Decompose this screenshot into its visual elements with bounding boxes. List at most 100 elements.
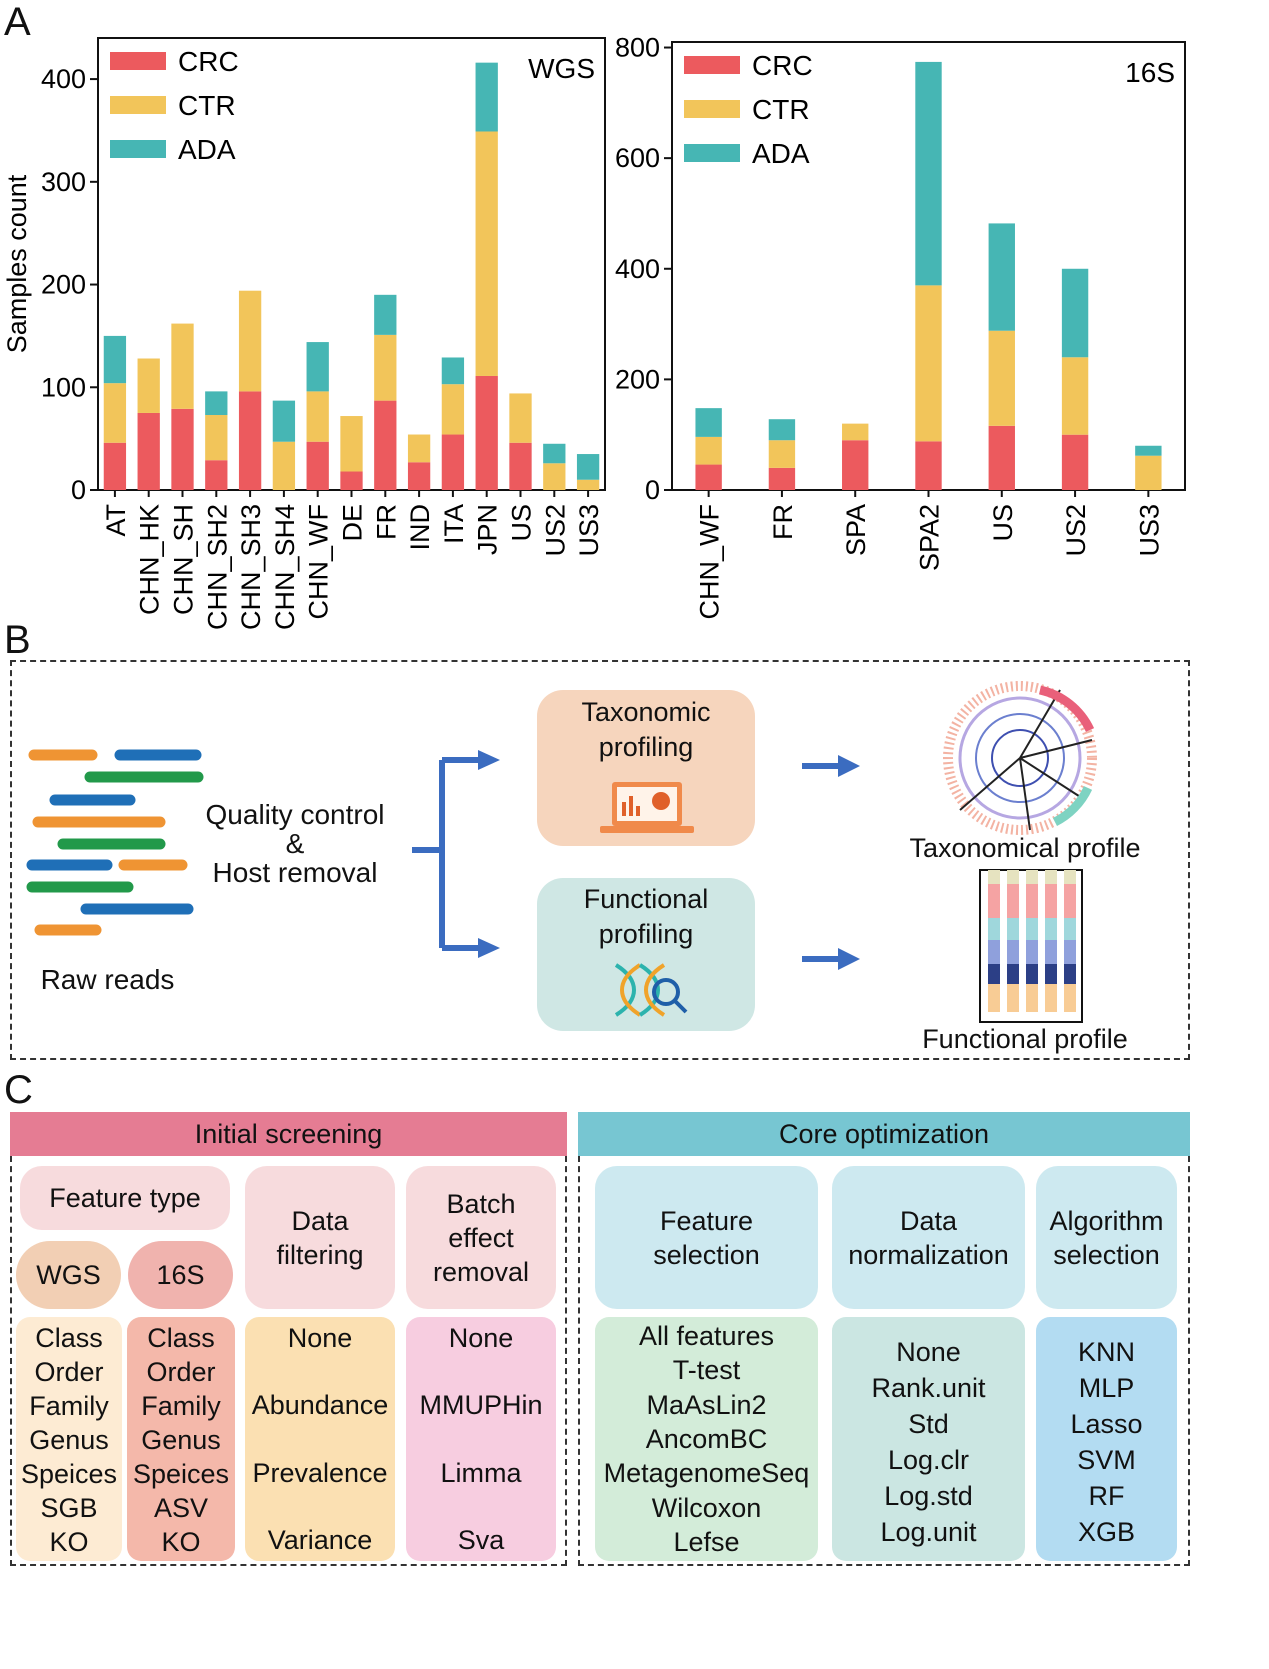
panel-label-a: A <box>4 0 31 44</box>
bar-crc <box>374 400 397 490</box>
x-tick-label: US2 <box>540 504 570 557</box>
bar-ctr <box>509 393 532 443</box>
bar-ctr <box>103 383 127 443</box>
func-segment <box>1064 964 1076 984</box>
y-tick-label: 200 <box>615 364 660 394</box>
bar-ctr <box>768 440 796 468</box>
bar-ada <box>695 408 722 437</box>
bar-ctr <box>306 391 329 442</box>
y-tick-label: 600 <box>615 143 660 173</box>
bar-ctr <box>340 416 363 472</box>
arrow-to-func-icon <box>802 948 860 970</box>
x-tick-label: US3 <box>574 504 604 557</box>
x-tick-label: SPA2 <box>915 504 945 571</box>
legend-swatch-ctr <box>684 100 740 118</box>
functional-box <box>537 878 755 1031</box>
x-tick-label: CHN_SH <box>169 504 199 615</box>
algo-option: SVM <box>1077 1445 1136 1475</box>
x-tick-label: CHN_SH2 <box>202 504 232 630</box>
func-segment <box>1007 918 1019 940</box>
batch-option: Sva <box>457 1524 505 1555</box>
filter-options-list: None Abundance Prevalence Variance <box>245 1317 395 1561</box>
workflow-graphics <box>26 681 1097 1031</box>
legend-label-crc: CRC <box>178 46 239 77</box>
func-segment <box>988 940 1000 964</box>
norm-option: None <box>896 1337 961 1367</box>
taxonomic-profiling-label: Taxonomic profiling <box>537 695 755 765</box>
batch-effect-box: Batch effect removal <box>406 1166 556 1309</box>
panel-label-b: B <box>4 618 31 662</box>
wgs-level-item: SGB <box>40 1493 98 1523</box>
bar-crc <box>306 441 329 490</box>
bar-crc <box>407 462 431 490</box>
func-segment <box>1045 918 1057 940</box>
y-tick-label: 0 <box>645 475 660 505</box>
filter-option: Variance <box>267 1524 373 1555</box>
fs-option: AncomBC <box>645 1423 768 1454</box>
batch-option: Limma <box>440 1457 522 1488</box>
fs-option: All features <box>638 1321 775 1351</box>
bar-crc <box>842 440 869 490</box>
algo-option: KNN <box>1077 1337 1135 1367</box>
func-segment <box>1064 984 1076 1012</box>
func-segment <box>988 884 1000 918</box>
func-segment <box>1064 940 1076 964</box>
func-segment <box>1007 940 1019 964</box>
x-tick-label: FR <box>768 504 798 540</box>
func-segment <box>1045 964 1057 984</box>
initial-screening-header: Initial screening <box>10 1112 567 1156</box>
fs-option: MetagenomeSeq <box>603 1458 810 1489</box>
feature-selection-line1: Feature <box>659 1205 754 1236</box>
fs-option: MaAsLin2 <box>646 1389 767 1420</box>
feature-type-box: Feature type <box>20 1166 230 1230</box>
fs-option: Lefse <box>673 1526 740 1557</box>
bar-crc <box>205 460 228 490</box>
y-tick-label: 800 <box>615 33 660 63</box>
func-segment <box>988 964 1000 984</box>
bar-ctr <box>915 285 942 442</box>
16s-level-item: Speices <box>132 1459 230 1489</box>
bar-crc <box>915 441 942 490</box>
bar-crc <box>475 375 498 490</box>
bar-crc <box>238 391 262 490</box>
x-tick-label: CHN_HK <box>135 504 165 615</box>
norm-option: Log.clr <box>887 1445 970 1475</box>
16s-level-item: Genus <box>141 1425 221 1455</box>
func-segment <box>988 918 1000 940</box>
func-segment <box>1026 940 1038 964</box>
bar-crc <box>137 412 160 490</box>
func-segment <box>1026 884 1038 918</box>
bar-ada <box>1135 445 1162 456</box>
batch-line1: Batch <box>446 1188 516 1219</box>
legend-swatch-ada <box>684 144 740 162</box>
x-tick-label: US <box>988 504 1018 542</box>
laptop-analytics-icon <box>600 782 694 833</box>
legend-label-ada: ADA <box>752 138 810 169</box>
fs-option: Wilcoxon <box>651 1492 762 1523</box>
func-segment <box>1007 984 1019 1012</box>
bar-ada <box>205 391 228 416</box>
y-tick-label: 300 <box>41 167 86 197</box>
y-axis-label: Samples count <box>2 174 32 353</box>
bar-ctr <box>374 334 397 401</box>
func-segment <box>1045 870 1057 884</box>
func-segment <box>1007 964 1019 984</box>
raw-reads-icon <box>26 749 204 936</box>
bar-ada <box>543 443 566 464</box>
legend-label-ctr: CTR <box>178 90 236 121</box>
filter-option: Abundance <box>251 1390 389 1421</box>
func-segment <box>1064 918 1076 940</box>
chart-title: WGS <box>528 53 595 84</box>
x-tick-label: US3 <box>1134 504 1164 557</box>
x-tick-label: DE <box>338 504 368 542</box>
algorithm-selection-line1: Algorithm <box>1049 1205 1164 1236</box>
x-tick-label: CHN_SH3 <box>236 504 266 630</box>
func-segment <box>988 984 1000 1012</box>
algo-option: XGB <box>1077 1517 1136 1547</box>
bar-ada <box>768 419 796 441</box>
func-segment <box>1045 984 1057 1012</box>
func-segment <box>1026 918 1038 940</box>
y-tick-label: 400 <box>615 254 660 284</box>
bar-crc <box>509 442 532 490</box>
